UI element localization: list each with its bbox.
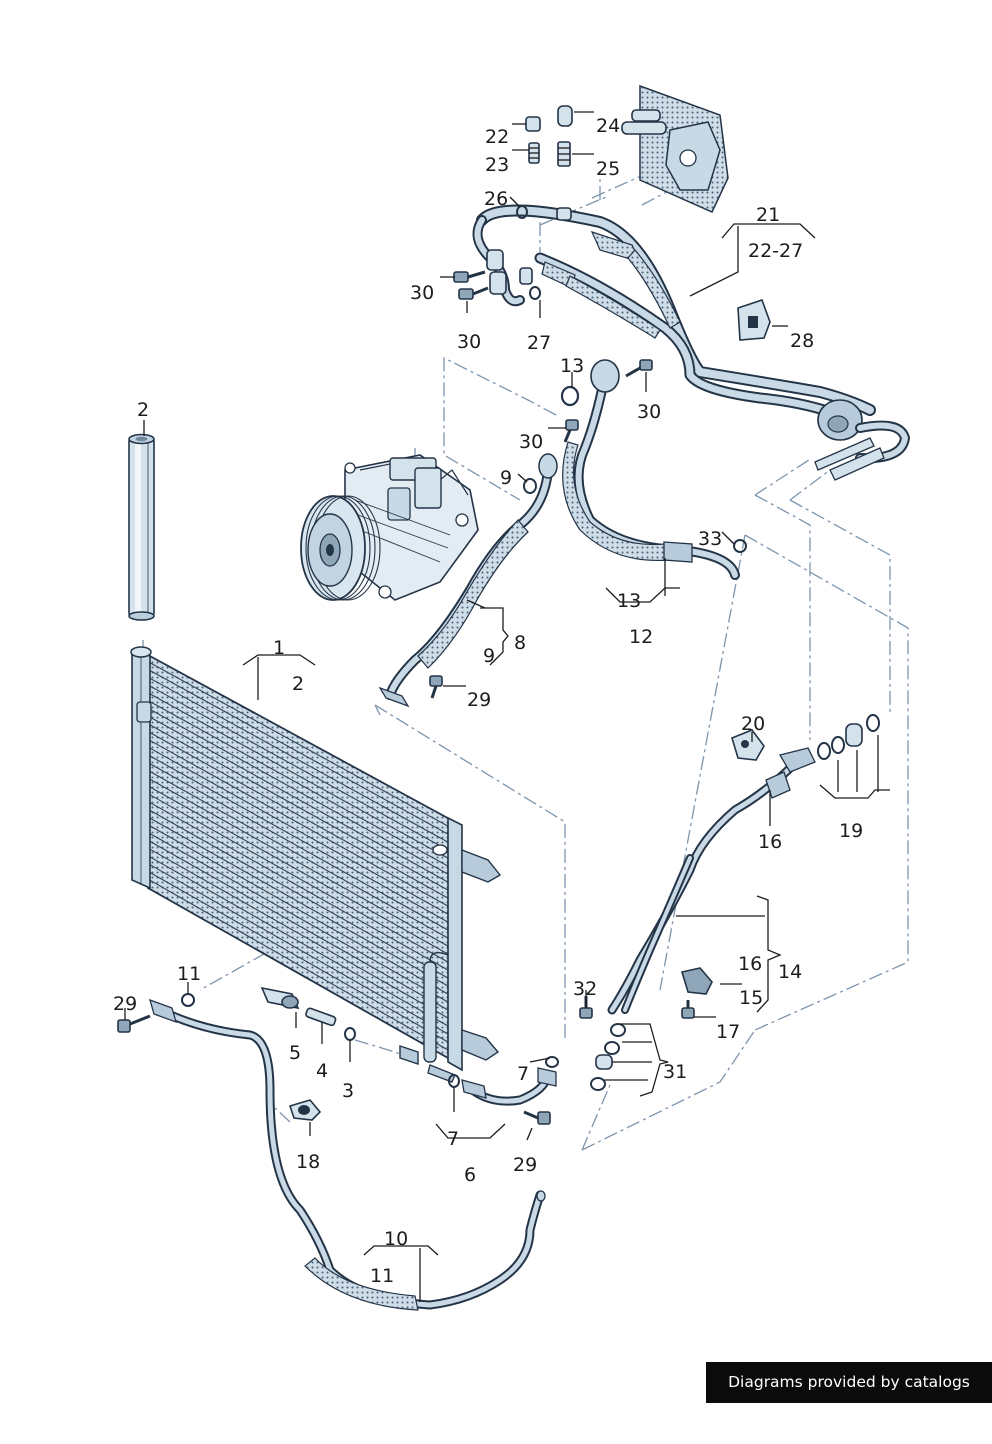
callout-30-d: 30 xyxy=(519,431,543,453)
callout-16-b: 16 xyxy=(738,953,762,975)
callout-11-a: 11 xyxy=(177,963,201,985)
callout-29-b: 29 xyxy=(113,993,137,1015)
condenser-core xyxy=(130,646,502,1083)
callout-7-a: 7 xyxy=(517,1063,529,1085)
credit-banner: Diagrams provided by catalogs parts xyxy=(706,1362,992,1432)
ac-system-parts-diagram: 22 23 24 25 26 21 22-27 30 30 27 28 13 3… xyxy=(113,84,910,1311)
callout-13-b: 13 xyxy=(617,590,641,612)
callout-30-b: 30 xyxy=(457,331,481,353)
callout-29-c: 29 xyxy=(513,1154,537,1176)
callout-17: 17 xyxy=(716,1021,740,1043)
callout-15: 15 xyxy=(739,987,763,1009)
callout-27: 27 xyxy=(527,332,551,354)
callout-29-a: 29 xyxy=(467,689,491,711)
callout-30-c: 30 xyxy=(637,401,661,423)
small-parts xyxy=(117,84,880,1125)
refrigerant-hoses xyxy=(149,204,910,1311)
callout-30-a: 30 xyxy=(410,282,434,304)
receiver-drier-tube xyxy=(128,433,155,621)
callout-32: 32 xyxy=(573,978,597,1000)
callout-2-a: 2 xyxy=(137,399,149,421)
callout-31: 31 xyxy=(663,1061,687,1083)
callout-20: 20 xyxy=(741,713,765,735)
callout-9-a: 9 xyxy=(500,467,512,489)
callout-22-27: 22-27 xyxy=(748,240,803,262)
callout-24: 24 xyxy=(596,115,620,137)
callout-1: 1 xyxy=(273,637,285,659)
callout-28: 28 xyxy=(790,330,814,352)
callout-13-a: 13 xyxy=(560,355,584,377)
callout-11-b: 11 xyxy=(370,1265,394,1287)
callout-4: 4 xyxy=(316,1060,328,1082)
ac-compressor xyxy=(300,454,479,601)
callout-16-a: 16 xyxy=(758,831,782,853)
callout-labels: 22 23 24 25 26 21 22-27 30 30 27 28 13 3… xyxy=(113,115,863,1287)
callout-12: 12 xyxy=(629,626,653,648)
callout-19: 19 xyxy=(839,820,863,842)
callout-8: 8 xyxy=(514,632,526,654)
callout-23: 23 xyxy=(485,154,509,176)
callout-9-b: 9 xyxy=(483,645,495,667)
callout-33: 33 xyxy=(698,528,722,550)
callout-10: 10 xyxy=(384,1228,408,1250)
callout-14: 14 xyxy=(778,961,802,983)
callout-leaders xyxy=(124,111,890,1302)
callout-2-b: 2 xyxy=(292,673,304,695)
callout-3: 3 xyxy=(342,1080,354,1102)
callout-25: 25 xyxy=(596,158,620,180)
callout-26: 26 xyxy=(484,188,508,210)
callout-21: 21 xyxy=(756,204,780,226)
callout-6: 6 xyxy=(464,1164,476,1186)
callout-18: 18 xyxy=(296,1151,320,1173)
callout-5: 5 xyxy=(289,1042,301,1064)
callout-22: 22 xyxy=(485,126,509,148)
callout-7-b: 7 xyxy=(447,1128,459,1150)
